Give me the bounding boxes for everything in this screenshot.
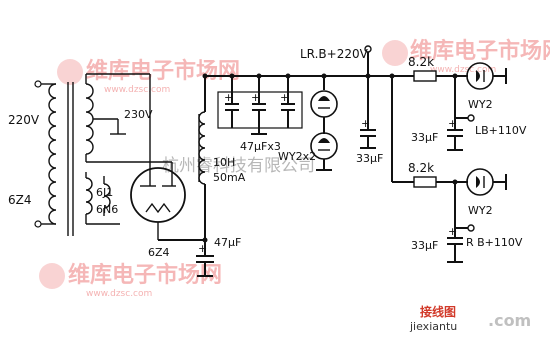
primary-winding [48,83,57,225]
resistor-bottom-label: 8.2k [408,161,434,175]
rb-output-terminal [467,224,475,232]
tube-filament [145,202,171,214]
power-transformer: 220V 230V 6Z4 6J1 6N6 [8,73,172,236]
svg-text:+: + [448,225,457,238]
hv-secondary-winding [85,83,94,155]
rb-output-label: R B+110V [466,236,523,249]
watermark-url-bottom: www.dzsc.com [86,289,152,299]
svg-text:+: + [448,117,457,130]
watermark-brand-right: 维库电子市场网 [410,38,550,64]
rectifier-tube-6z4: 6Z4 [130,156,186,259]
mains-terminal-top [34,80,42,88]
lb-output-terminal [467,114,475,122]
watermark-layer: 维库电子市场网 www.dzsc.com 维库电子市场网 www.dzsc.co… [39,38,550,333]
lr-b-plus-terminal [364,45,372,53]
watermark-corner-com: .com [488,311,531,330]
tube-envelope [130,167,186,223]
capacitor-33uf-mid: + 33μF [356,76,383,165]
lr-b-plus-label: LR.B+220V [300,47,369,61]
wy2-bottom-label: WY2 [468,204,493,217]
choke-current-label: 50mA [213,171,246,184]
resistor-8k2-top [413,70,437,82]
watermark-brand-bottom: 维库电子市场网 [68,262,222,288]
capacitor-33uf-mid-label: 33μF [356,152,383,165]
svg-text:+: + [361,117,370,130]
svg-text:+: + [280,91,289,104]
svg-text:+: + [198,242,207,255]
lb-branch: 8.2k WY2 + 33μF LB+110V [408,55,527,151]
mains-voltage-label: 220V [8,113,40,127]
heater-6j1-label: 6J1 [96,186,113,199]
mains-terminal-bottom [34,220,42,228]
watermark-logo-icon [57,59,83,85]
svg-text:+: + [251,91,260,104]
resistor-top-label: 8.2k [408,55,434,69]
heater-6z4-label: 6Z4 [8,193,32,207]
reservoir-capacitor-47uf: + 47μF [196,236,241,277]
regulator-tube-upper [310,90,338,118]
capacitor-33uf-bottom-label: 33μF [411,239,438,252]
filter-choke-10h: 10H 50mA [198,76,246,185]
rb-branch: 8.2k WY2 + 33μF R B+110V [408,161,523,263]
choke-winding [198,111,206,185]
capacitor-bank-label: 47μFx3 [240,140,281,153]
amp-heater-winding [103,183,111,209]
watermark-url-right: www.dzsc.com [430,65,496,75]
watermark-url-left: www.dzsc.com [104,85,170,95]
secondary-230v-label: 230V [124,108,153,121]
watermark-company: 杭州睿科技有限公司 [162,156,315,176]
lb-output-label: LB+110V [475,124,527,137]
rectifier-heater-winding [85,177,93,215]
capacitor-33uf-top-label: 33μF [411,131,438,144]
regulator-tubes-label: WY2x2 [278,150,316,163]
watermark-brand-left: 维库电子市场网 [86,58,240,84]
watermark-corner-zh: 接线图 [420,304,456,319]
choke-inductance-label: 10H [213,156,235,169]
resistor-8k2-bottom [413,176,437,188]
svg-text:+: + [224,91,233,104]
reservoir-cap-label: 47μF [214,236,241,249]
watermark-corner-url: jiexiantu [409,320,457,333]
rectifier-tube-label: 6Z4 [148,246,170,259]
watermark-logo-icon [382,40,408,66]
wy2-top-label: WY2 [468,98,493,111]
capacitor-bank-47uf-x3: + + + 47μFx3 [217,76,303,153]
regulator-tubes-wy2x2: WY2x2 [278,76,338,171]
watermark-logo-icon [39,263,65,289]
heater-6n6-label: 6N6 [96,203,118,216]
